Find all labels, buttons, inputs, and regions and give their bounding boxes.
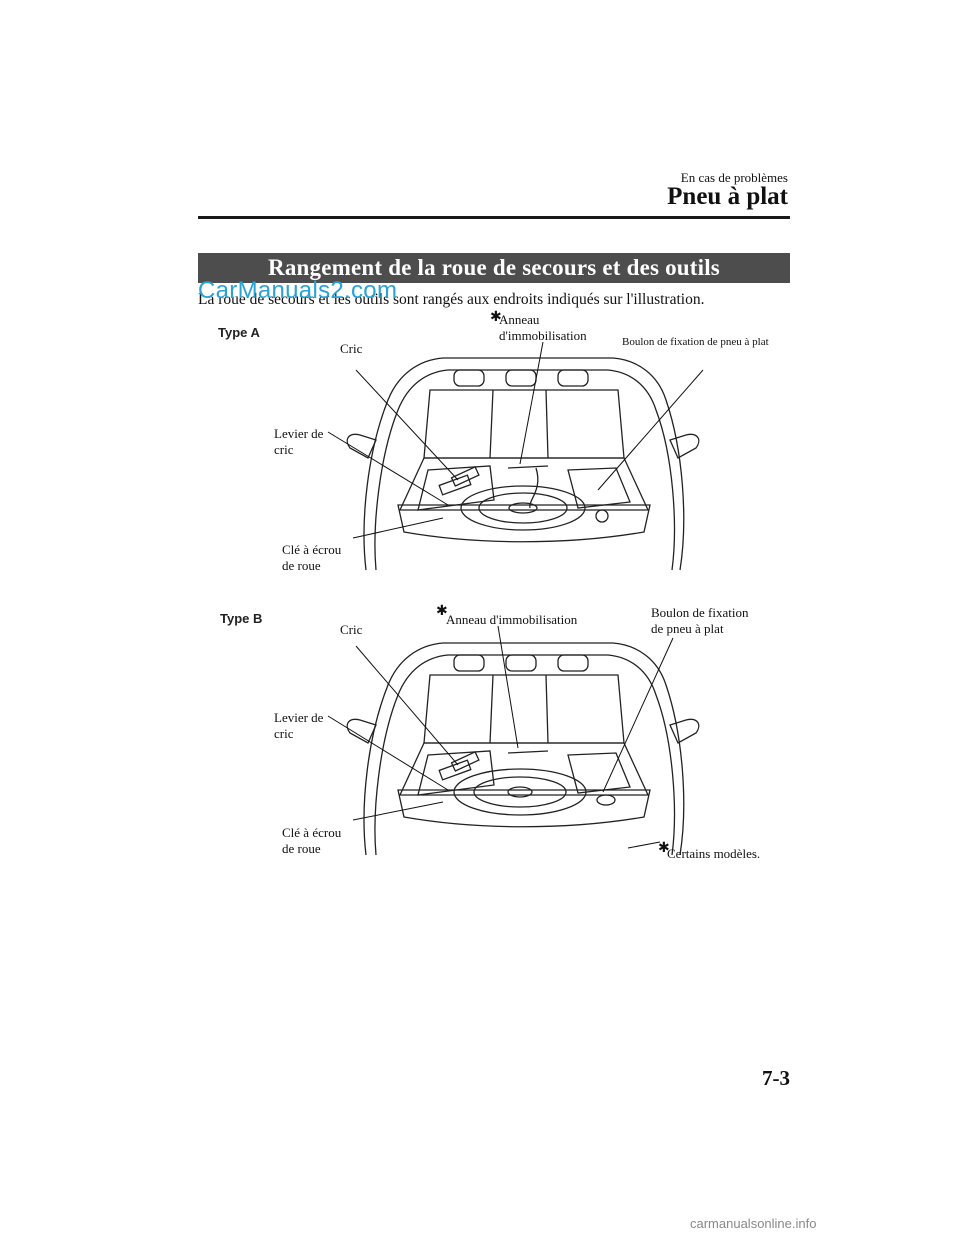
callout-cle-a-2: de roue — [282, 558, 321, 573]
callout-levier-b-2: cric — [274, 726, 294, 741]
footnote-certains-modeles: Certains modèles. — [667, 846, 761, 861]
figure-b-type-label: Type B — [220, 611, 263, 626]
callout-cle-b-2: de roue — [282, 841, 321, 856]
chapter-heading: En cas de problèmes — [680, 170, 788, 185]
asterisk-icon: ✱ — [436, 604, 448, 619]
header-rule — [198, 216, 790, 219]
callout-levier-b-1: Levier de — [274, 710, 324, 725]
figure-a-type-label: Type A — [218, 325, 260, 340]
figure-a-illustration — [327, 341, 704, 571]
footer-site-link[interactable]: carmanualsonline.info — [690, 1216, 817, 1231]
callout-cle-b-1: Clé à écrou — [282, 825, 342, 840]
asterisk-icon: ✱ — [658, 841, 670, 856]
topic-banner: Rangement de la roue de secours et des o… — [198, 253, 790, 283]
callout-cric-a: Cric — [340, 341, 363, 356]
callout-cle-a-1: Clé à écrou — [282, 542, 342, 557]
callout-boulon-b-1: Boulon de fixation — [651, 605, 749, 620]
callout-cric-b: Cric — [340, 622, 363, 637]
callout-anneau-a-2: d'immobilisation — [499, 328, 587, 343]
callout-boulon-a: Boulon de fixation de pneu à plat — [622, 336, 769, 348]
callout-boulon-b-2: de pneu à plat — [651, 621, 724, 636]
section-title: Pneu à plat — [667, 183, 788, 210]
asterisk-icon: ✱ — [490, 310, 502, 325]
callout-anneau-a-1: Anneau — [499, 312, 540, 327]
figure-b-illustration — [327, 625, 700, 856]
watermark-logo: CarManuals2.com — [198, 277, 398, 304]
callout-levier-a-1: Levier de — [274, 426, 324, 441]
callout-levier-a-2: cric — [274, 442, 294, 457]
intro-paragraph: La roue de secours et les outils sont ra… — [198, 291, 705, 308]
callout-anneau-b: Anneau d'immobilisation — [446, 612, 578, 627]
page-number: 7-3 — [762, 1066, 790, 1090]
